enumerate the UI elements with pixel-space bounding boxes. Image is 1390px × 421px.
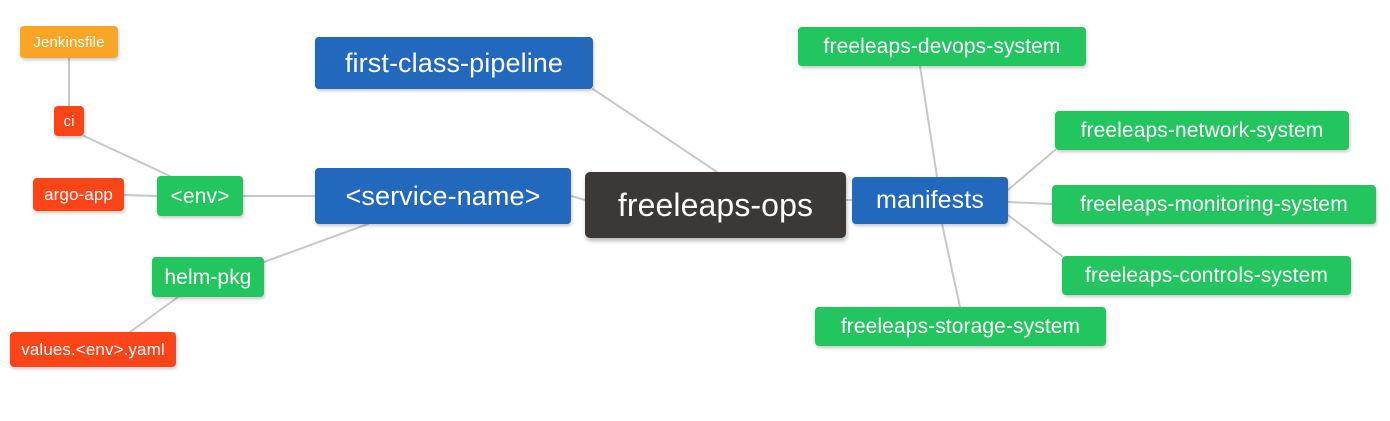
- node-label: ci: [63, 112, 75, 130]
- edge-manifests-to-network: [1007, 149, 1056, 191]
- node-label: manifests: [876, 186, 984, 214]
- node-freeleaps-devops-system[interactable]: freeleaps-devops-system: [798, 27, 1086, 66]
- node-first-class-pipeline[interactable]: first-class-pipeline: [315, 37, 593, 89]
- edge-first-class-pipeline-to-root: [592, 88, 718, 173]
- node-label: freeleaps-network-system: [1080, 119, 1324, 142]
- node-freeleaps-controls-system[interactable]: freeleaps-controls-system: [1062, 256, 1351, 295]
- node-label: freeleaps-monitoring-system: [1080, 193, 1348, 216]
- node-freeleaps-ops[interactable]: freeleaps-ops: [585, 172, 846, 238]
- edge-helm-pkg-to-service-name: [263, 223, 369, 263]
- node-helm-pkg[interactable]: helm-pkg: [152, 257, 264, 297]
- node-label: <env>: [170, 184, 230, 208]
- node-label: Jenkinsfile: [33, 33, 105, 51]
- node-jenkinsfile[interactable]: Jenkinsfile: [20, 26, 118, 58]
- node-ci[interactable]: ci: [54, 106, 84, 136]
- node-manifests[interactable]: manifests: [852, 177, 1008, 224]
- node-values-yaml[interactable]: values.<env>.yaml: [10, 332, 176, 367]
- node-label: <service-name>: [345, 180, 541, 211]
- node-label: helm-pkg: [164, 265, 252, 289]
- node-label: first-class-pipeline: [344, 47, 564, 78]
- node-label: freeleaps-storage-system: [840, 315, 1081, 338]
- edge-ci-to-env: [83, 135, 171, 177]
- node-freeleaps-storage-system[interactable]: freeleaps-storage-system: [815, 307, 1106, 346]
- node-argo-app[interactable]: argo-app: [33, 178, 124, 211]
- edge-service-name-to-root: [570, 195, 586, 201]
- node-service-name[interactable]: <service-name>: [315, 168, 571, 224]
- edge-values-yaml-to-helm-pkg: [129, 296, 179, 333]
- node-label: argo-app: [44, 185, 113, 204]
- node-env[interactable]: <env>: [157, 176, 243, 216]
- node-label: values.<env>.yaml: [21, 340, 165, 359]
- node-label: freeleaps-ops: [617, 187, 814, 223]
- edge-manifests-to-monitoring: [1007, 201, 1053, 205]
- edge-manifests-to-devops: [919, 65, 938, 178]
- edge-argo-app-to-env: [123, 194, 158, 197]
- edge-manifests-to-storage: [941, 223, 961, 308]
- node-label: freeleaps-controls-system: [1085, 264, 1328, 287]
- node-freeleaps-network-system[interactable]: freeleaps-network-system: [1055, 111, 1349, 150]
- node-label: freeleaps-devops-system: [823, 35, 1061, 58]
- node-freeleaps-monitoring-system[interactable]: freeleaps-monitoring-system: [1052, 185, 1376, 224]
